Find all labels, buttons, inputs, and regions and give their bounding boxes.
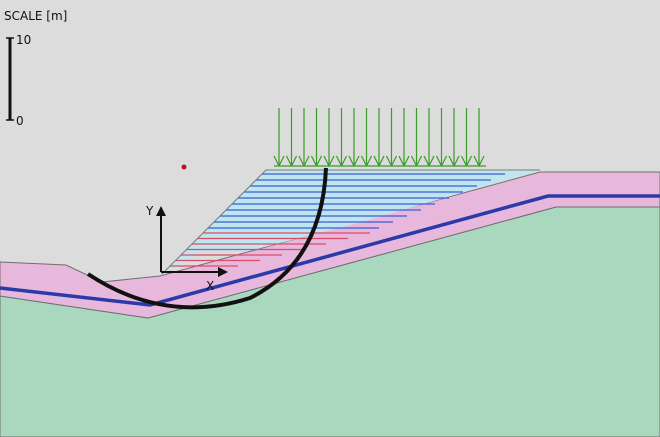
scale-min-label: 0 [16, 114, 24, 128]
load-arrow-head-left [385, 155, 393, 167]
load-arrow-head-left [398, 155, 405, 167]
load-arrow-head-right [465, 155, 473, 167]
load-arrow-head-left [423, 155, 430, 167]
load-arrow-head-right [415, 155, 423, 167]
load-arrow-head-left [348, 155, 355, 167]
load-arrow-head-right [328, 155, 335, 167]
scale-title: SCALE [m] [4, 9, 67, 23]
axis-x-label: X [206, 279, 214, 293]
load-arrow-head-right [340, 155, 348, 167]
load-arrow-head-left [373, 155, 380, 167]
load-arrow-head-right [428, 155, 435, 167]
load-arrow-head-right [278, 155, 285, 167]
load-arrow-head-left [410, 155, 418, 167]
load-arrow-head-left [310, 155, 318, 167]
load-arrow-head-right [453, 155, 460, 167]
load-arrow-head-left [323, 155, 330, 167]
load-arrow-head-left [298, 155, 305, 167]
load-arrow-head-right [365, 155, 373, 167]
load-arrow-head-left [448, 155, 455, 167]
coordinate-axes [156, 206, 228, 277]
slip-center-point [181, 164, 187, 170]
load-arrow-head-left [285, 155, 293, 167]
axis-y-label: Y [145, 204, 154, 218]
load-arrow-head-right [353, 155, 360, 167]
load-arrow-head-left [335, 155, 343, 167]
geogrid-blue-layers [208, 173, 505, 229]
load-arrow-head-left [273, 155, 280, 167]
load-arrow-head-right [303, 155, 310, 167]
layer-boundary-line [0, 194, 660, 307]
load-arrow-head-right [390, 155, 398, 167]
load-arrow-head-left [460, 155, 468, 167]
scale-max-label: 10 [16, 33, 31, 47]
load-arrow-head-left [473, 155, 480, 167]
load-arrow-head-right [478, 155, 485, 167]
load-arrow-head-right [378, 155, 385, 167]
load-arrow-head-left [435, 155, 443, 167]
geogrid-red-layers [170, 232, 370, 267]
load-arrow-head-right [290, 155, 298, 167]
load-arrow-head-right [403, 155, 410, 167]
slope-face [161, 169, 540, 275]
load-arrow-head-left [360, 155, 368, 167]
load-arrow-head-right [315, 155, 323, 167]
scale-bar [6, 37, 14, 121]
distributed-load-arrows [273, 108, 486, 167]
slip-surface-arc [86, 167, 328, 310]
load-arrow-head-right [440, 155, 448, 167]
